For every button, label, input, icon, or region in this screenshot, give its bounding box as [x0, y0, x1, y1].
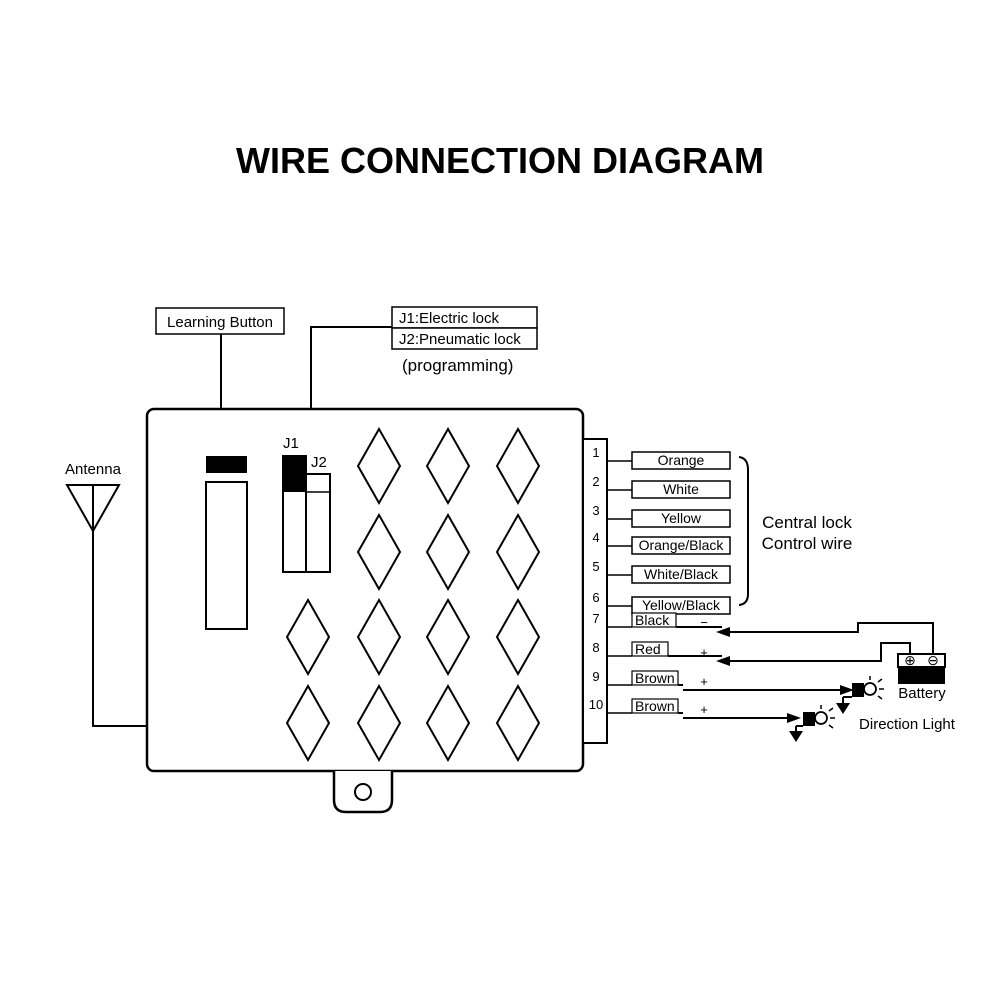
- wire-color-label: Orange: [658, 452, 705, 468]
- wire-label-box: [631, 480, 731, 499]
- decorative-diamond: [425, 597, 471, 677]
- learning-button: [206, 456, 247, 473]
- mounting-tab: [332, 771, 394, 814]
- wire-label-box: [631, 451, 731, 470]
- battery-icon: [897, 653, 946, 684]
- pin-number: 4: [592, 530, 599, 545]
- pin-number: 8: [592, 640, 599, 655]
- arrow-icon: [840, 685, 854, 695]
- direction-light-label: Direction Light: [859, 716, 956, 733]
- pin-number: 2: [592, 474, 599, 489]
- arrow-icon: [787, 713, 801, 723]
- ground-icon: [836, 703, 850, 714]
- antenna-wire: [92, 531, 147, 727]
- wire-connector: [582, 438, 608, 744]
- j2-tag: J2: [311, 454, 327, 471]
- decorative-diamond: [356, 426, 402, 506]
- antenna-label: Antenna: [65, 461, 122, 478]
- wire-color-label: White: [663, 481, 699, 497]
- pin-number: 3: [592, 503, 599, 518]
- j2-pneumatic-lock-label: J2:Pneumatic lock: [399, 331, 521, 348]
- polarity-sign: +: [700, 674, 708, 689]
- ground-icon: [789, 731, 803, 742]
- wire-label-box: [631, 565, 731, 584]
- polarity-sign: −: [700, 615, 708, 630]
- pin-number: 10: [589, 697, 603, 712]
- pin-number: 7: [592, 611, 599, 626]
- j1-electric-lock-label: J1:Electric lock: [399, 310, 500, 327]
- wire-color-label: Orange/Black: [639, 537, 725, 553]
- pin-list: 1 Orange 2 White 3 Yellow 4 Orange/Black 5 White/…: [589, 445, 731, 717]
- red-wire-run: [722, 642, 911, 662]
- decorative-diamond: [356, 597, 402, 677]
- wire-label-box: [631, 536, 731, 555]
- programming-note: (programming): [402, 356, 513, 375]
- decorative-diamond: [285, 597, 331, 677]
- decorative-diamond: [425, 426, 471, 506]
- pin-number: 9: [592, 669, 599, 684]
- page-title: WIRE CONNECTION DIAGRAM: [236, 140, 764, 181]
- wire-label-box: [631, 596, 731, 615]
- wire-color-label: Brown: [635, 670, 675, 686]
- polarity-sign: +: [700, 645, 708, 660]
- decorative-diamond: [495, 683, 541, 763]
- learning-button-label: Learning Button: [167, 314, 273, 331]
- decorative-diamond: [425, 512, 471, 592]
- wire-label-box: [631, 698, 679, 714]
- learning-button-label-box: [155, 307, 285, 335]
- pin-number: 1: [592, 445, 599, 460]
- wire-color-label: Yellow: [661, 510, 702, 526]
- jumper-leader: [310, 326, 392, 420]
- wire-label-box: [631, 670, 679, 686]
- central-lock-bracket: [738, 456, 749, 606]
- decorative-diamond: [285, 683, 331, 763]
- control-wire-label: Control wire: [762, 534, 853, 553]
- wire-color-label: White/Black: [644, 566, 719, 582]
- wire-color-label: Brown: [635, 698, 675, 714]
- jumper-j1-cap: [283, 456, 306, 492]
- bulb-icon: [852, 676, 884, 700]
- jumper-j2: [305, 473, 331, 573]
- wire-color-label: Yellow/Black: [642, 597, 721, 613]
- decorative-pattern: [285, 426, 541, 763]
- mounting-hole: [354, 783, 372, 801]
- decorative-diamond: [495, 597, 541, 677]
- wire-color-label: Black: [635, 612, 670, 628]
- arrow-icon: [716, 656, 730, 666]
- decorative-diamond: [495, 426, 541, 506]
- j2-label-box: [391, 327, 538, 350]
- arrow-icon: [716, 627, 730, 637]
- battery-positive-icon: ⊕: [904, 652, 916, 668]
- bulb-icon: [803, 705, 835, 729]
- antenna-icon: [65, 484, 121, 534]
- j1-tag: J1: [283, 435, 299, 452]
- polarity-sign: +: [700, 702, 708, 717]
- wire-label-box: [631, 641, 669, 657]
- decorative-diamond: [495, 512, 541, 592]
- pin-number: 5: [592, 559, 599, 574]
- battery-negative-icon: ⊖: [927, 652, 939, 668]
- decorative-diamond: [425, 683, 471, 763]
- battery-label: Battery: [898, 685, 946, 702]
- pin-number: 6: [592, 590, 599, 605]
- learning-button-slot: [205, 481, 248, 630]
- central-lock-label: Central lock: [762, 513, 852, 532]
- wire-label-box: [631, 509, 731, 528]
- black-wire-run: [722, 622, 934, 654]
- wire-color-label: Red: [635, 641, 661, 657]
- decorative-diamond: [356, 512, 402, 592]
- wire-label-box: [631, 612, 677, 628]
- decorative-diamond: [356, 683, 402, 763]
